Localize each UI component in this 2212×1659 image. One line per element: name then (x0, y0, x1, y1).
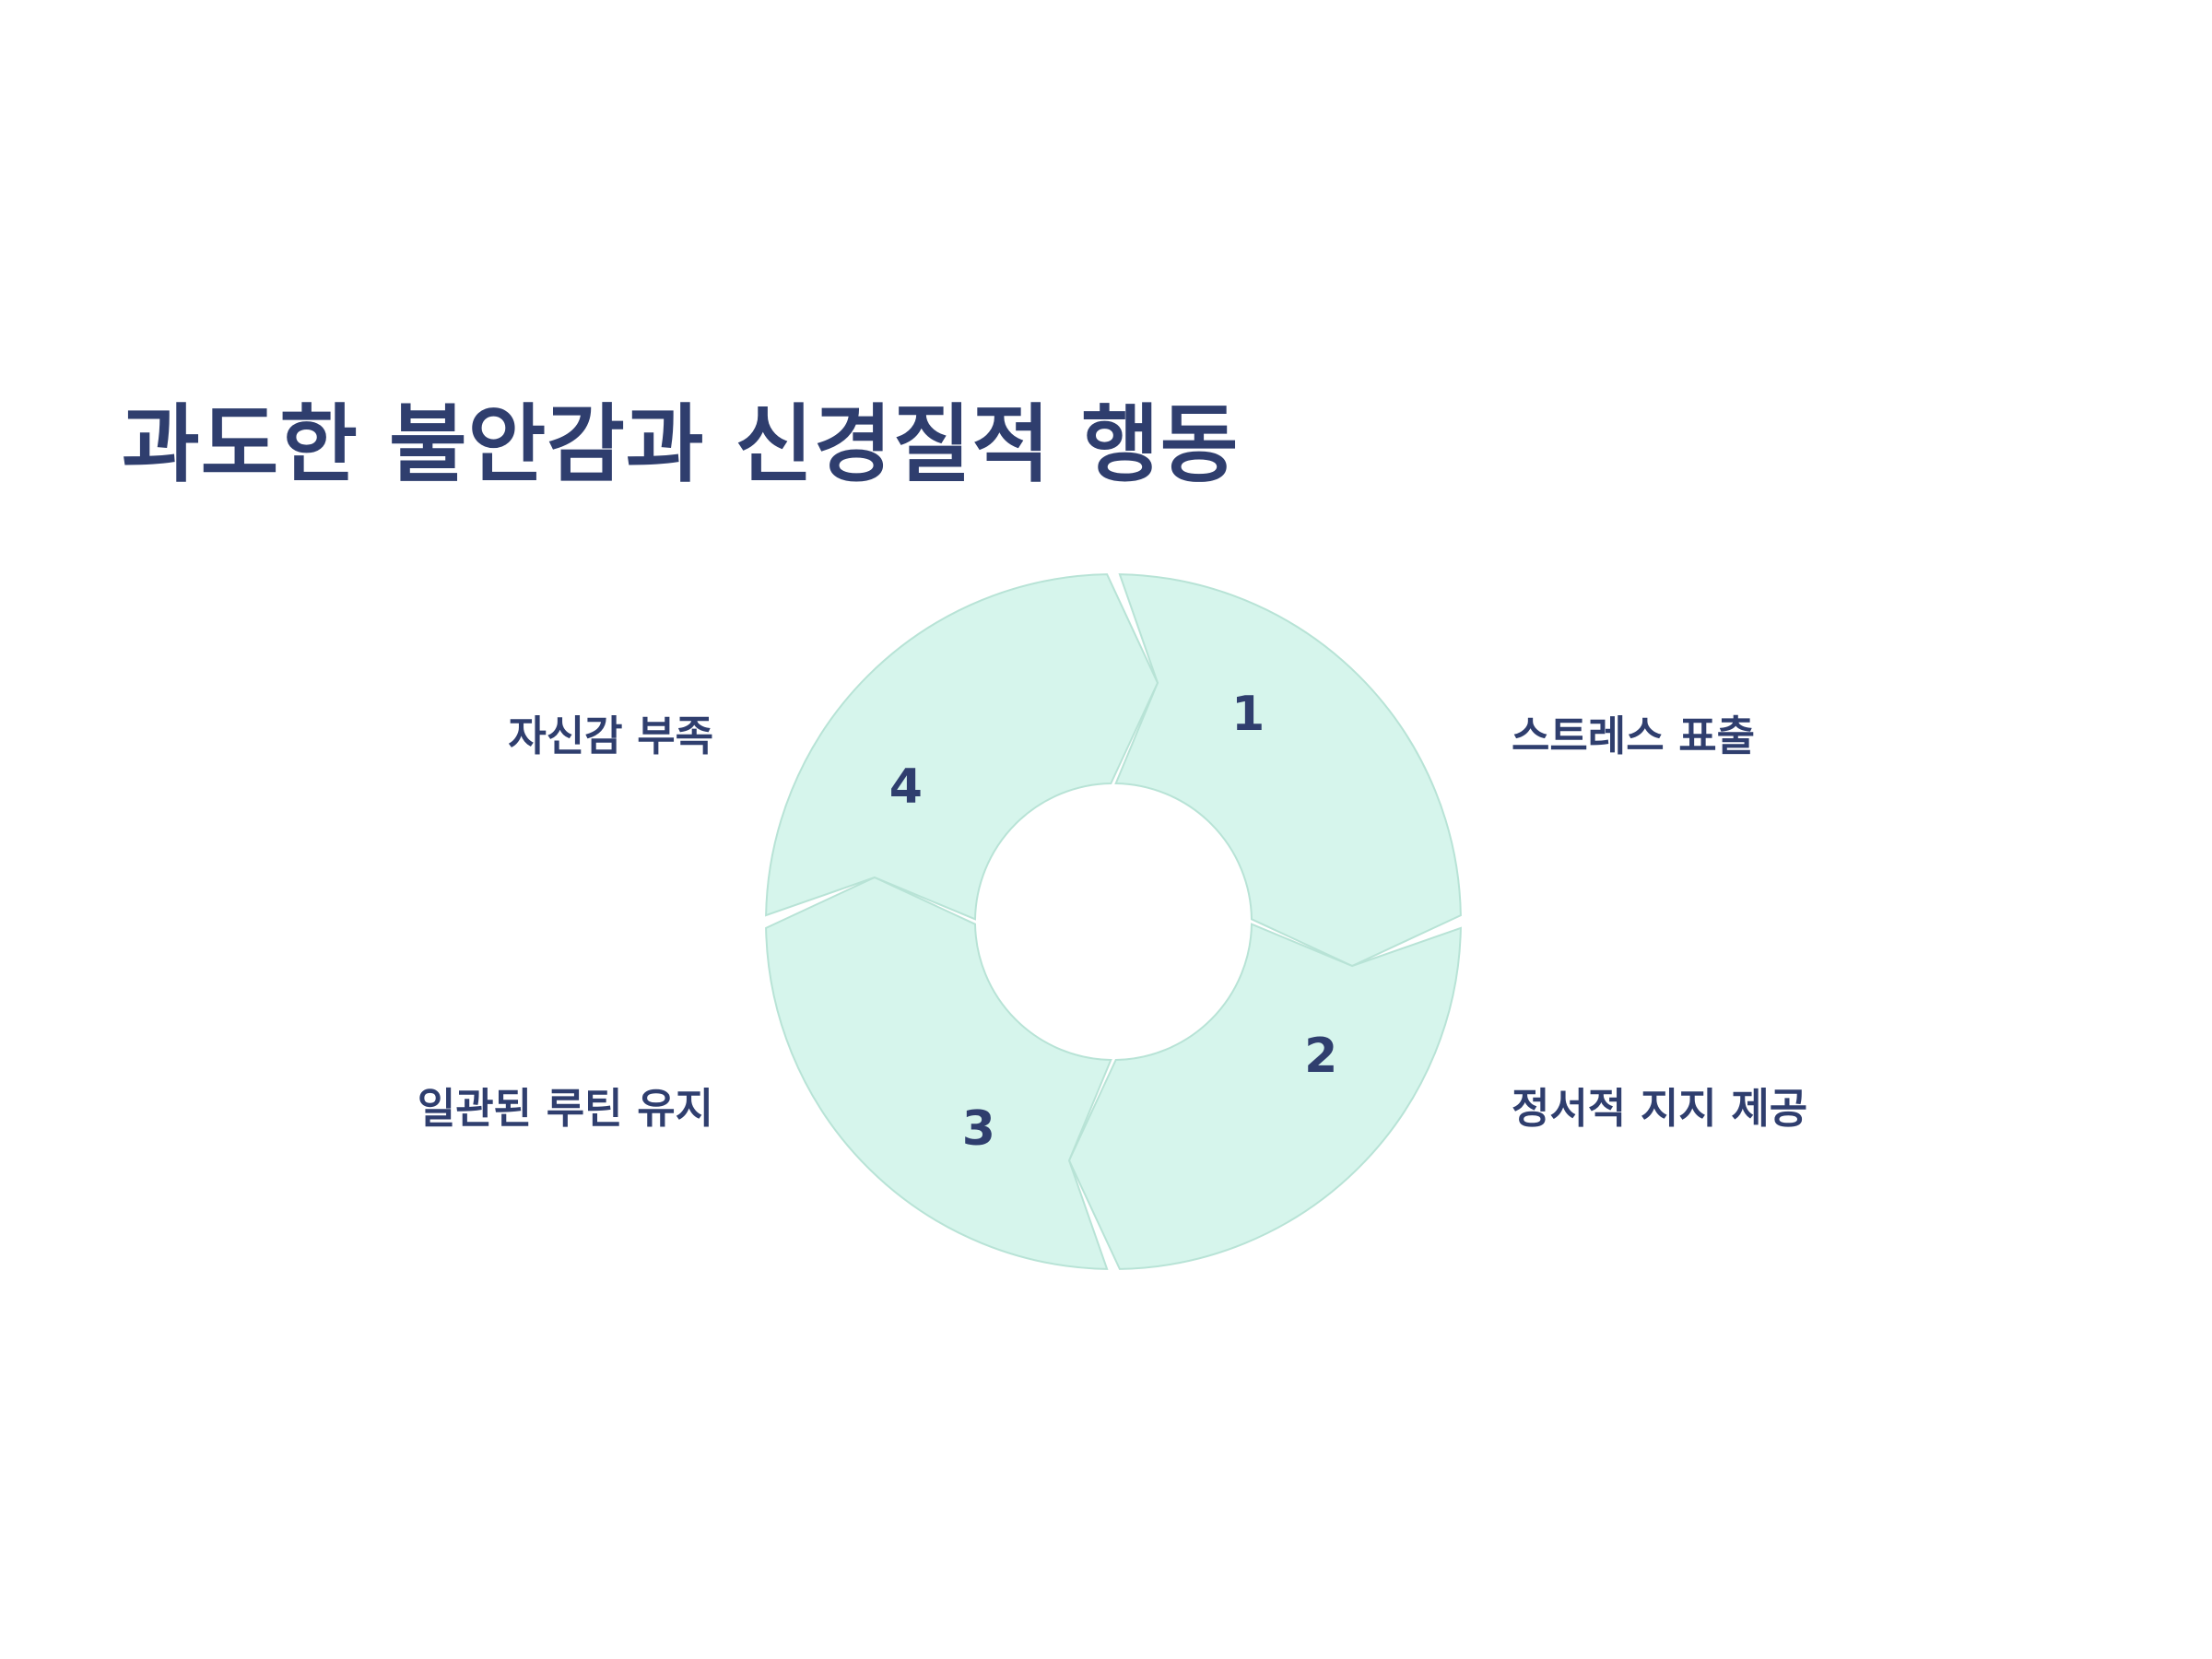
cycle-segment-2 (1067, 923, 1462, 1270)
cycle-segments (765, 573, 1462, 1270)
step-number-2: 2 (1304, 1029, 1337, 1084)
step-number-1: 1 (1231, 687, 1265, 742)
step-label-4: 일관된 루틴 유지 (417, 1084, 713, 1133)
cycle-segment-4 (765, 573, 1159, 921)
cycle-numbers: 1 2 3 4 (889, 687, 1338, 1157)
step-label-2: 스트레스 표출 (1512, 712, 1756, 760)
step-number-3: 3 (962, 1101, 995, 1157)
cycle-segment-1 (1114, 573, 1462, 968)
step-label-1: 자신감 부족 (508, 712, 713, 760)
cycle-segment-3 (765, 876, 1112, 1270)
page-title: 과도한 불안감과 신경질적 행동 (122, 395, 1240, 494)
step-label-3: 정서적 지지 제공 (1512, 1084, 1808, 1133)
step-number-4: 4 (889, 759, 923, 815)
